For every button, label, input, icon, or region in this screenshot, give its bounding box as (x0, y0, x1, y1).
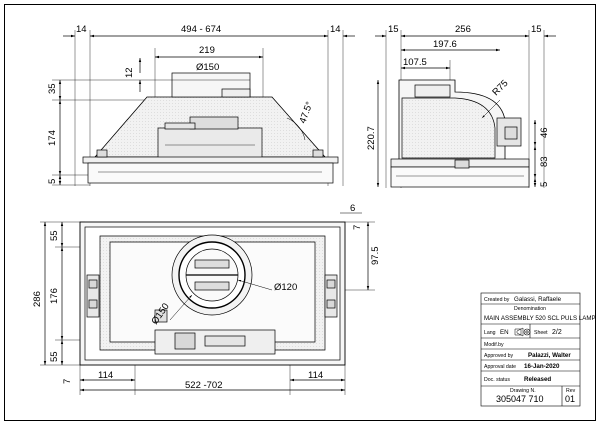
front-view (52, 30, 355, 186)
dim-side-spigot-center: 107.5 (403, 57, 427, 68)
tb-approval-date-value: 16-Jan-2020 (524, 363, 560, 370)
dim-side-spigot-position: 197.6 (433, 39, 457, 50)
dim-side-total-height: 220.7 (366, 126, 377, 150)
tb-created-value: Galassi, Raffaele (514, 296, 562, 303)
dim-bottom-width: 522 -702 (185, 380, 223, 391)
tb-approval-date-label: Approval date (484, 364, 516, 370)
tb-sheet-label: Sheet (534, 330, 548, 336)
dim-front-slope-angle: 47.5° (297, 100, 315, 125)
bottom-view (40, 212, 375, 395)
front-view-dimensions: 14 494 - 674 14 219 Ø150 12 35 174 5 47.… (47, 24, 341, 184)
tb-approved-value: Palazzi, Walter (528, 352, 571, 359)
tb-created-label: Created by (484, 297, 510, 303)
tb-denomination-label: Denomination (514, 306, 546, 312)
dim-bottom-6: 6 (350, 203, 355, 214)
dim-side-height-83: 83 (539, 156, 550, 167)
dim-side-depth: 256 (455, 24, 471, 35)
dim-front-spigot-width: 219 (199, 45, 215, 56)
dim-side-radius: R75 (490, 78, 510, 98)
dim-bottom-right-114: 114 (308, 370, 323, 381)
dim-front-spigot-diameter: Ø150 (196, 62, 219, 73)
dim-front-height-mid: 174 (47, 130, 58, 146)
title-block (480, 292, 581, 407)
tb-drawing-no-value: 305047 710 (496, 394, 544, 404)
dim-front-height-bottom: 5 (47, 179, 58, 184)
side-view (375, 30, 556, 188)
tb-lang-value: EN (500, 329, 509, 336)
dim-bottom-left-7: 7 (62, 379, 73, 384)
tb-rev-value: 01 (565, 394, 575, 404)
tb-lang-label: Lang (484, 330, 496, 336)
sheet-border (4, 4, 596, 421)
dim-side-height-5: 5 (539, 182, 550, 187)
dim-bottom-left-bottom-55: 55 (49, 351, 60, 362)
tb-doc-status-value: Released (524, 376, 551, 383)
tb-modif-label: Modif.by (484, 342, 504, 348)
tb-denomination-value: MAIN ASSEMBLY 520 SCL PULS LAMP (484, 315, 596, 322)
tb-drawing-no-label: Drawing N. (510, 388, 536, 394)
dim-front-width-range: 494 - 674 (181, 24, 221, 35)
dim-bottom-diameter-120: Ø120 (274, 282, 297, 293)
dim-front-left-14: 14 (76, 24, 87, 35)
dim-bottom-97-5: 97.5 (370, 247, 381, 266)
dim-bottom-7-right: 7 (352, 225, 363, 230)
dim-side-left-15: 15 (388, 24, 399, 35)
tb-doc-status-label: Doc. status (484, 377, 510, 383)
dim-side-right-15: 15 (531, 24, 542, 35)
dim-bottom-left-mid-176: 176 (49, 288, 60, 304)
dim-front-right-14: 14 (330, 24, 341, 35)
dim-bottom-left-total-286: 286 (32, 291, 43, 307)
title-block-text: Created by Galassi, Raffaele Denominatio… (484, 296, 596, 404)
dim-bottom-left-114: 114 (98, 370, 113, 381)
dim-front-height-top: 35 (47, 83, 58, 94)
tb-rev-label: Rev (566, 388, 576, 394)
dim-front-spigot-offset: 12 (124, 67, 135, 78)
tb-sheet-value: 2/2 (552, 329, 562, 336)
dim-side-height-46: 46 (539, 127, 550, 138)
dim-bottom-left-top-55: 55 (49, 230, 60, 241)
side-view-dimensions: 15 256 15 197.6 107.5 R75 220.7 46 83 5 (366, 24, 550, 187)
tb-approved-label: Approved by (484, 353, 514, 359)
